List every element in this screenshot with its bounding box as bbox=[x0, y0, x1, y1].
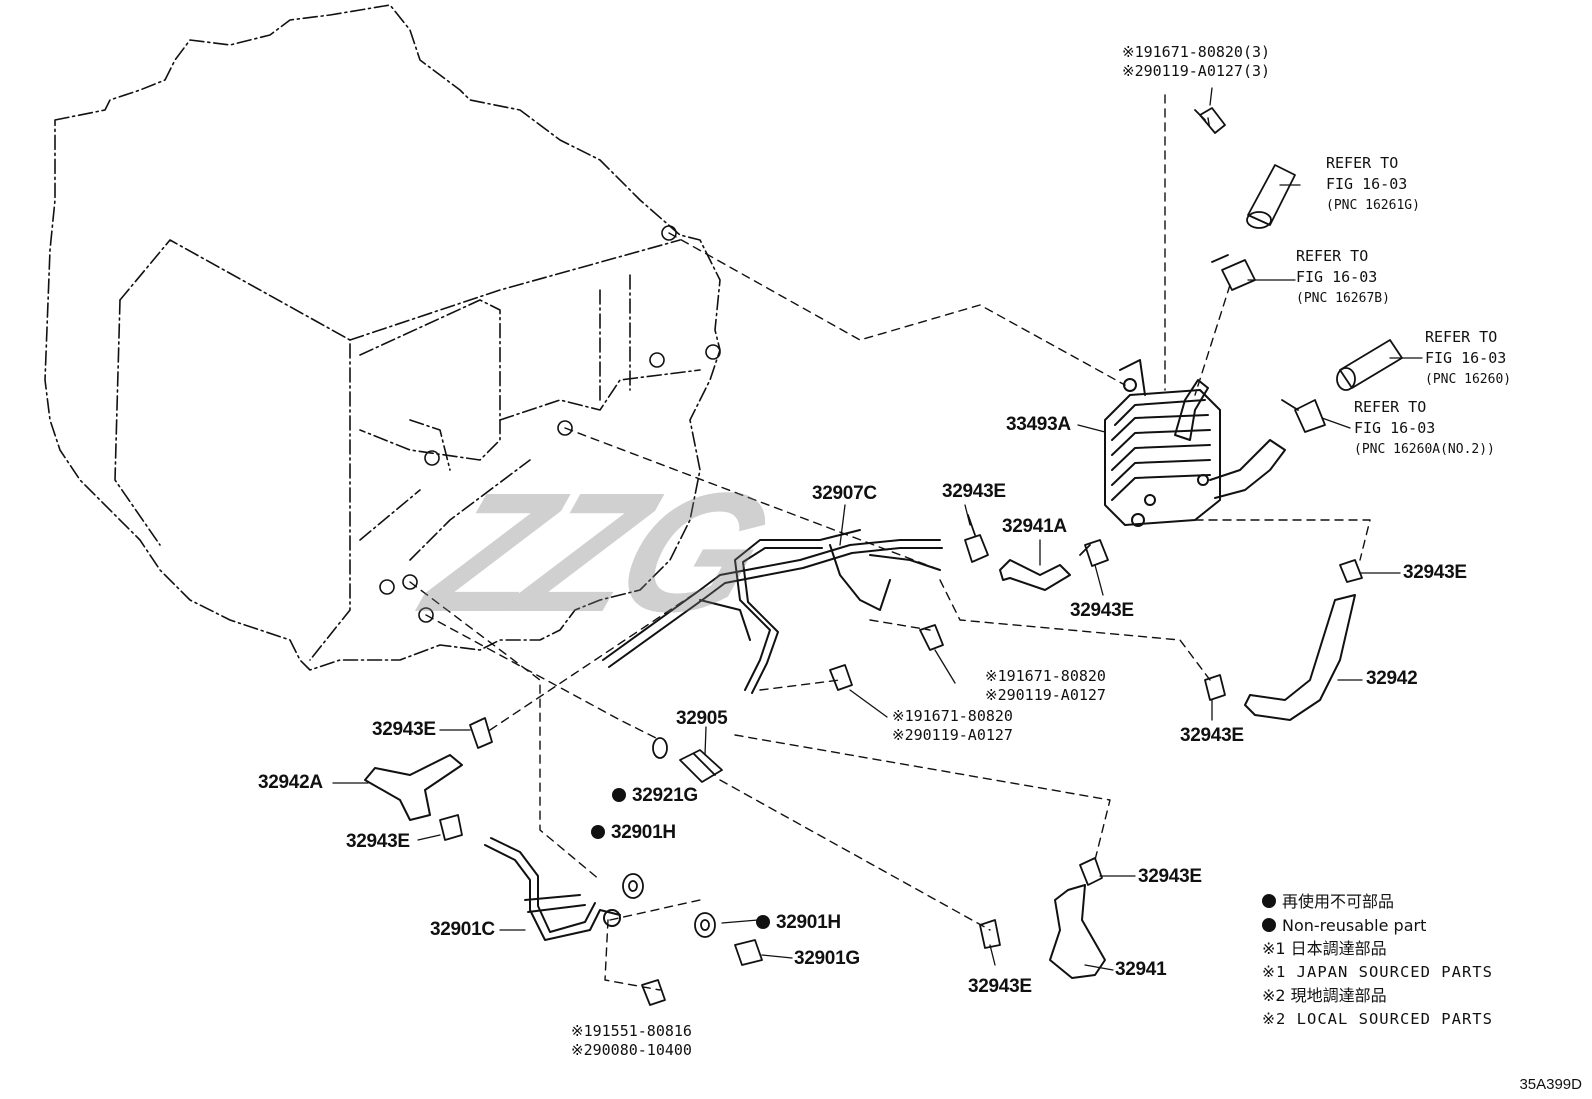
label-32942A: 32942A bbox=[258, 772, 323, 793]
label-32943E: 32943E bbox=[968, 976, 1032, 997]
hose-32942A bbox=[364, 754, 463, 821]
label-32921G: 32921G bbox=[612, 785, 698, 807]
transmission-housing bbox=[44, 4, 721, 671]
ref-clamp-4 bbox=[1281, 399, 1326, 433]
clamps bbox=[439, 514, 1363, 949]
label-32941: 32941 bbox=[1115, 959, 1167, 980]
legend-dot bbox=[1262, 894, 1276, 908]
hose-32942 bbox=[1244, 594, 1356, 721]
oil-cooler bbox=[1104, 359, 1286, 527]
label-32901C: 32901C bbox=[430, 919, 495, 940]
label-32943E: 32943E bbox=[1070, 600, 1134, 621]
std-part-mid-bolt: ※191671-80820※290119-A0127 bbox=[985, 667, 1106, 704]
label-32943E: 32943E bbox=[1180, 725, 1244, 746]
label-32905: 32905 bbox=[676, 708, 728, 729]
leader-lines bbox=[409, 94, 1371, 991]
bolt-32901G bbox=[734, 939, 763, 966]
housing-bolt-holes bbox=[379, 225, 721, 623]
ref-hose-3 bbox=[1336, 339, 1403, 391]
legend-nonreusable-en: Non-reusable part bbox=[1262, 914, 1493, 938]
fitting-32905 bbox=[652, 737, 723, 783]
label-32943E: 32943E bbox=[346, 831, 410, 852]
pipe-assembly-32907C bbox=[602, 529, 943, 694]
legend: 再使用不可部品 Non-reusable part ※1 日本調達部品 ※1 J… bbox=[1262, 890, 1493, 1031]
ref-hose-1 bbox=[1246, 164, 1296, 229]
label-32907C: 32907C bbox=[812, 483, 877, 504]
nonreusable-dot bbox=[756, 915, 770, 929]
legend-nonreusable-jp: 再使用不可部品 bbox=[1262, 890, 1493, 914]
label-32943E: 32943E bbox=[372, 719, 436, 740]
legend-s2-jp: ※2 現地調達部品 bbox=[1262, 986, 1387, 1005]
legend-s2-en: ※2 LOCAL SOURCED PARTS bbox=[1262, 1009, 1493, 1028]
nonreusable-dot bbox=[612, 788, 626, 802]
label-leaders bbox=[332, 87, 1423, 971]
std-part-top-bolt: ※191671-80820(3)※290119-A0127(3) bbox=[1122, 43, 1271, 80]
label-32901G: 32901G bbox=[794, 948, 860, 969]
label-32943E: 32943E bbox=[1403, 562, 1467, 583]
label-32943E: 32943E bbox=[1138, 866, 1202, 887]
legend-s1-jp: ※1 日本調達部品 bbox=[1262, 939, 1387, 958]
hose-32941 bbox=[1049, 884, 1106, 979]
label-32901H: 32901H bbox=[591, 822, 676, 844]
washers bbox=[622, 873, 716, 938]
legend-s1-en: ※1 JAPAN SOURCED PARTS bbox=[1262, 962, 1493, 981]
nonreusable-dot bbox=[591, 825, 605, 839]
legend-dot bbox=[1262, 917, 1276, 932]
label-32943E: 32943E bbox=[942, 481, 1006, 502]
hose-32941A bbox=[999, 559, 1071, 591]
diagram-code: 35A399D bbox=[1519, 1076, 1582, 1093]
std-part-bottom-bolt: ※191551-80816※290080-10400 bbox=[571, 1022, 692, 1059]
label-32901H: 32901H bbox=[756, 912, 841, 934]
label-32942: 32942 bbox=[1366, 668, 1418, 689]
bolt-top bbox=[1194, 107, 1226, 134]
std-part-low-bolt: ※191671-80820※290119-A0127 bbox=[892, 707, 1013, 744]
pipe-32901C bbox=[484, 837, 621, 941]
bolts-mid bbox=[641, 624, 944, 1006]
ref-clamp-2 bbox=[1211, 254, 1256, 291]
label-32941A: 32941A bbox=[1002, 516, 1067, 537]
label-33493A: 33493A bbox=[1006, 414, 1071, 435]
